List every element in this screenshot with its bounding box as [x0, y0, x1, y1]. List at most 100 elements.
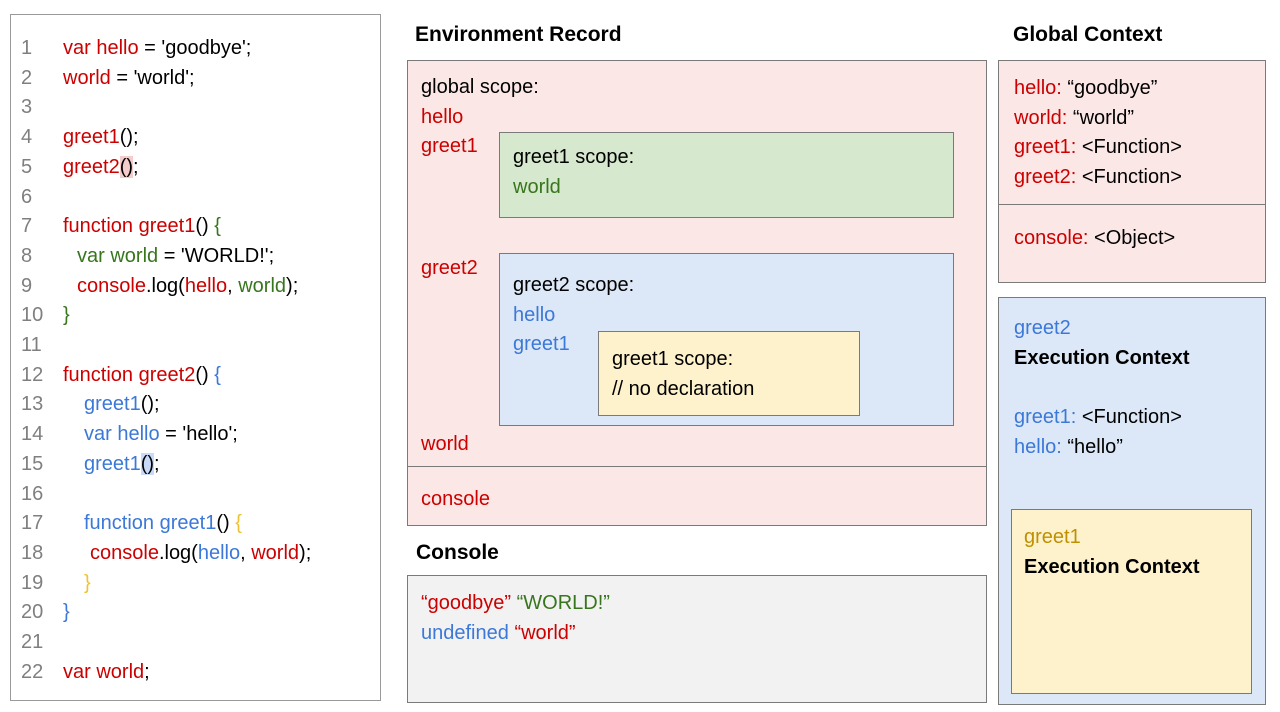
global-context-console-entry: console: <Object> — [1014, 227, 1176, 249]
code-token: , — [240, 541, 252, 564]
global-context-title: Global Context — [1013, 23, 1163, 46]
global-context-entry: world: “world” — [1014, 106, 1135, 129]
greet1-scope-var-world: world — [513, 175, 561, 198]
line-number: 5 — [21, 155, 33, 178]
code-token: hello — [184, 274, 228, 297]
line-number: 2 — [21, 66, 33, 89]
global-scope-label: global scope: — [421, 76, 539, 98]
line-number: 20 — [21, 601, 44, 624]
code-token: var hello — [63, 37, 139, 59]
greet2-execution-context-lines: greet2 Execution Context greet1: <Functi… — [1014, 314, 1190, 463]
line-number: 16 — [21, 482, 44, 505]
greet2-ec-entry: hello: “hello” — [1014, 435, 1123, 458]
code-line: 16 — [21, 480, 380, 510]
line-number: 12 — [21, 363, 44, 386]
global-context-divider — [999, 204, 1265, 205]
code-token: function greet1 — [84, 512, 217, 535]
global-context-entry: greet2: <Function> — [1014, 166, 1182, 189]
code-token: } — [84, 571, 91, 594]
env-var-greet1: greet1 — [421, 135, 478, 157]
env-var-hello: hello — [421, 106, 464, 128]
greet1-ec-name: greet1 — [1024, 526, 1081, 548]
code-token: } — [63, 601, 70, 624]
line-number: 4 — [21, 126, 33, 149]
code-line: 20} — [21, 598, 380, 628]
code-token: ; — [144, 660, 150, 683]
code-token: console — [90, 541, 159, 564]
greet1-ec-label: Execution Context — [1024, 555, 1200, 578]
inner-greet1-scope-title: greet1 scope: — [612, 348, 734, 370]
greet2-scope-box: greet2 scope: hello greet1 greet1 scope:… — [499, 253, 954, 426]
code-token: = 'hello'; — [159, 423, 238, 446]
code-token: var hello — [84, 423, 160, 446]
code-token: greet1 — [63, 126, 120, 149]
code-token: console — [77, 274, 146, 297]
code-token: “goodbye” — [421, 592, 512, 614]
code-token: = 'WORLD!'; — [158, 244, 275, 267]
line-number: 18 — [21, 541, 44, 564]
code-token: ); — [299, 541, 312, 564]
greet2-scope-var-hello: hello — [513, 303, 556, 326]
code-token: “world” — [514, 621, 576, 644]
code-token: = 'goodbye'; — [138, 37, 252, 59]
code-line: 17 function greet1() { — [21, 509, 380, 539]
greet2-ec-entry: greet1: <Function> — [1014, 406, 1182, 429]
line-number: 17 — [21, 512, 44, 535]
code-token: world — [63, 66, 111, 89]
global-context-box: hello: “goodbye” world: “world” greet1: … — [998, 60, 1266, 283]
line-number: 9 — [21, 274, 33, 297]
code-token: .log( — [145, 274, 185, 297]
code-token: ); — [286, 274, 299, 297]
code-token: hello — [197, 541, 241, 564]
global-context-entry: hello: “goodbye” — [1014, 77, 1158, 99]
greet2-scope-var-greet1: greet1 — [513, 333, 570, 356]
code-token: greet1 — [84, 452, 141, 475]
console-output-box: “goodbye” “WORLD!”undefined “world” — [407, 575, 987, 703]
env-console-divider — [408, 466, 986, 467]
code-token: .log( — [158, 541, 198, 564]
code-token: { — [214, 363, 221, 386]
code-token: ; — [133, 155, 139, 178]
inner-greet1-scope-box: greet1 scope: // no declaration — [598, 331, 860, 416]
code-line: 19} — [21, 569, 380, 599]
line-number: 7 — [21, 215, 33, 238]
line-number: 8 — [21, 244, 33, 267]
env-var-greet2: greet2 — [421, 257, 478, 279]
greet1-execution-context-box: greet1 Execution Context — [1011, 509, 1252, 694]
code-token: undefined — [421, 621, 509, 644]
code-line: 6 — [21, 183, 380, 213]
env-var-world: world — [421, 433, 469, 455]
code-line: 21 — [21, 628, 380, 658]
greet2-ec-label: Execution Context — [1014, 346, 1190, 369]
code-token: { — [235, 512, 242, 535]
code-line: 4 greet1(); — [21, 123, 380, 153]
console-line: “goodbye” “WORLD!” — [421, 589, 986, 619]
environment-record-box: global scope: hello greet1 greet1 scope:… — [407, 60, 987, 526]
code-line: 14 var hello = 'hello'; — [21, 420, 380, 450]
environment-record-title: Environment Record — [415, 23, 622, 46]
line-number: 22 — [21, 660, 44, 683]
env-var-console: console — [421, 488, 490, 510]
code-token: function greet1 — [63, 215, 196, 238]
code-token: () — [195, 363, 215, 386]
code-token: var world — [63, 660, 145, 683]
inner-greet1-scope-comment: // no declaration — [612, 377, 755, 400]
code-token: (); — [119, 126, 139, 149]
line-number: 14 — [21, 423, 44, 446]
line-number: 3 — [21, 96, 33, 119]
greet2-scope-title: greet2 scope: — [513, 274, 635, 296]
spacer — [1014, 373, 1190, 403]
code-line: 22 var world; — [21, 658, 380, 688]
greet1-scope-title: greet1 scope: — [513, 146, 635, 168]
code-token: () — [216, 512, 236, 535]
console-lines: “goodbye” “WORLD!”undefined “world” — [421, 589, 986, 648]
